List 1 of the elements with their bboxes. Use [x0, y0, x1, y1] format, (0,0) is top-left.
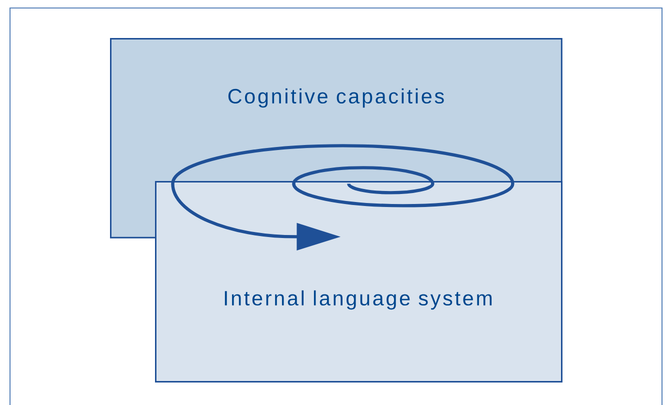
box: Internal language system [155, 181, 562, 382]
